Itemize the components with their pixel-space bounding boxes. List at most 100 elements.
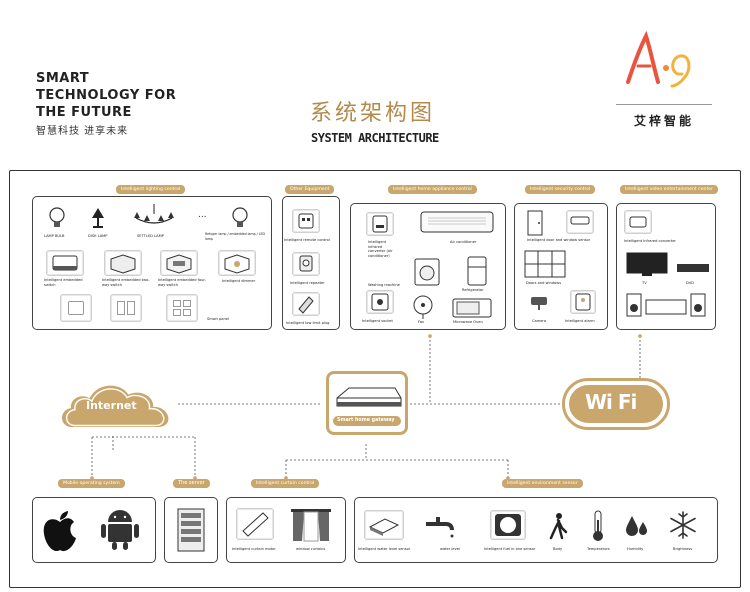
smart-plug-icon <box>298 296 314 314</box>
door-sensor-tile <box>566 210 594 234</box>
env-label-6: Humidity <box>627 547 644 551</box>
slogan-line-1: SMART <box>36 71 90 86</box>
switch-label-3: Intelligent embedded four-way switch <box>158 278 206 287</box>
two-way-switch-tile <box>104 250 142 276</box>
security-label-3: Camera <box>532 319 547 323</box>
humidity-drops-icon <box>626 516 647 536</box>
led-lamp-icon <box>232 207 248 227</box>
env-label-1: Intelligent water level sensor <box>358 547 411 551</box>
remote-icon <box>298 213 314 229</box>
page-title-en: SYSTEM ARCHITECTURE <box>311 131 439 145</box>
fuel-sensor-tile <box>490 510 526 540</box>
video-ir-tile <box>624 210 652 234</box>
door-sensor-icon <box>570 216 590 225</box>
environment-panel <box>354 497 718 563</box>
washing-machine-icon <box>414 258 440 286</box>
brand-logo-icon <box>626 30 691 88</box>
appliance-label-3: Washing machine <box>368 283 400 287</box>
appliance-label-7: Microwave Oven <box>453 320 483 324</box>
gateway-button[interactable]: Smart home gateway <box>326 371 408 435</box>
android-icon[interactable] <box>100 506 140 552</box>
snowflake-icon <box>670 511 696 539</box>
diagram-frame <box>9 170 741 588</box>
alarm-icon <box>575 293 591 311</box>
dvd-player-icon <box>677 264 709 272</box>
gateway-label: Smart home gateway <box>337 418 395 423</box>
switch-module-icon <box>166 254 192 274</box>
bulb-label-4: Refuger lamp / embedded lamp / LED lamp <box>205 232 265 241</box>
windows-icon <box>524 250 566 278</box>
slogan-line-2: TECHNOLOGY FOR <box>36 88 177 103</box>
switch-label-1: Intelligent embedded switch <box>44 278 83 287</box>
server-rack-icon <box>177 508 205 552</box>
panel-two-gang <box>110 294 142 322</box>
microwave-icon <box>452 298 492 318</box>
plug-icon <box>299 255 313 272</box>
env-label-7: Brightness <box>673 547 693 551</box>
remote-control-tile <box>292 209 320 233</box>
env-label-4: Body <box>553 547 563 551</box>
security-label-4: Intelligent alarm <box>565 319 595 323</box>
video-label-1: Intelligent infrared converter <box>624 239 676 243</box>
appliance-label-4: Refrigerator <box>462 288 484 292</box>
appliance-label-5: Intelligent socket <box>362 319 393 323</box>
slogan: SMART TECHNOLOGY FOR THE FUTURE <box>36 70 176 121</box>
other-label-1: Intelligent remote control <box>284 238 330 242</box>
appliance-label-2: Air conditioner <box>450 240 477 244</box>
tv-icon <box>626 252 668 276</box>
brand-name: 艾梓智能 <box>634 114 695 128</box>
water-sensor-icon <box>368 518 400 536</box>
appliance-tag: Intelligent home appliance control <box>388 185 477 194</box>
thermometer-icon <box>593 510 603 541</box>
env-label-2: water level <box>440 547 460 551</box>
refrigerator-icon <box>467 256 487 286</box>
switch-label-4: Intelligent dimmer <box>222 279 256 283</box>
four-way-switch-tile <box>160 250 198 276</box>
camera-icon <box>531 297 547 310</box>
panel-four-gang <box>166 294 198 322</box>
bulb-label-1: LAMP BULB <box>44 234 65 238</box>
door-icon <box>527 210 543 236</box>
socket-icon <box>371 293 389 311</box>
page-title-cn: 系统架构图 <box>310 101 436 126</box>
wifi-badge[interactable]: Wi Fi <box>562 378 670 430</box>
dimmer-module-icon <box>224 254 250 274</box>
brand-divider <box>616 104 712 105</box>
ellipsis: ... <box>198 210 207 220</box>
appliance-label-1: Intelligent infrared converter (air cond… <box>368 240 393 258</box>
switch-module-icon <box>110 254 136 274</box>
security-label-1: Intelligent door and window sensor <box>527 238 591 242</box>
smart-panel-label: Smart panel <box>207 317 229 321</box>
body-motion-icon <box>549 513 568 540</box>
env-label-3: Intelligent fuel in one sensor <box>484 547 536 551</box>
curtain-label-2: window curtains <box>296 547 326 551</box>
bulb-label-3: SETTLED LAMP <box>137 234 164 238</box>
lighting-tag: Intelligent lighting control <box>116 185 186 194</box>
slogan-line-3: THE FUTURE <box>36 105 132 120</box>
curtain-label-1: Intelligent curtain motor <box>232 547 276 551</box>
bulb-label-2: DISK LAMP <box>88 234 108 238</box>
mobile-tag: Mobile operating system <box>58 479 125 488</box>
other-label-2: Intelligent repeater <box>290 281 325 285</box>
ir-hub-icon <box>629 216 647 228</box>
fuel-sensor-icon <box>495 514 521 536</box>
lamp-bulb-icon <box>49 207 65 227</box>
wifi-label: Wi Fi <box>585 390 637 414</box>
curtain-motor-icon <box>242 512 269 537</box>
disk-lamp-icon <box>92 208 104 228</box>
video-label-2: TV <box>642 281 647 285</box>
water-sensor-tile <box>364 510 404 540</box>
apple-icon[interactable] <box>40 510 80 554</box>
repeater-tile <box>292 252 320 276</box>
window-curtain-icon <box>291 509 331 542</box>
slogan-cn: 智慧科技 进享未来 <box>36 126 129 137</box>
internet-cloud-icon[interactable] <box>58 376 180 436</box>
air-conditioner-icon <box>420 211 494 233</box>
home-theater-icon <box>626 293 706 317</box>
ir-converter-tile <box>366 212 394 236</box>
curtain-tag: Intelligent curtain control <box>251 479 320 488</box>
chandelier-icon <box>134 204 174 224</box>
alarm-tile <box>570 290 596 314</box>
fan-icon <box>413 295 433 319</box>
